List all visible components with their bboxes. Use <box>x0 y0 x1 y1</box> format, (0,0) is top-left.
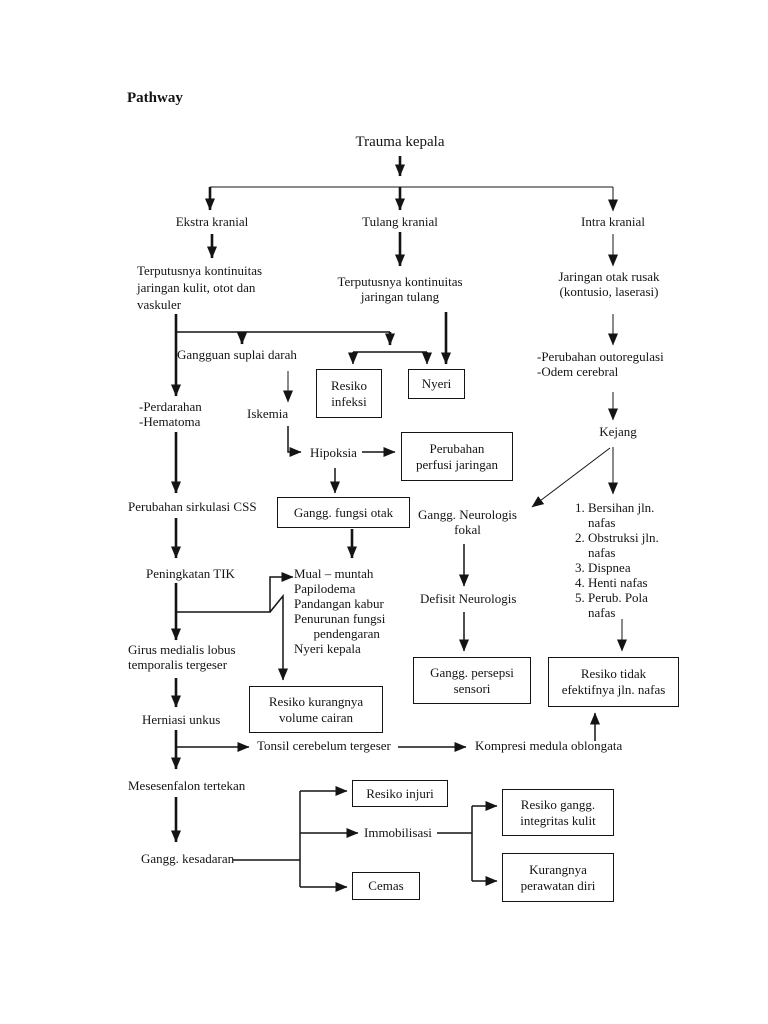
node-tulang-desc: Terputusnya kontinuitas jaringan tulang <box>337 274 463 304</box>
node-nafas-list: 1. Bersihan jln. nafas 2. Obstruksi jln.… <box>575 500 659 620</box>
node-peningkatan-tik: Peningkatan TIK <box>146 566 235 581</box>
node-ekstra-kranial: Ekstra kranial <box>175 214 249 229</box>
page-title: Pathway <box>127 90 183 106</box>
node-box-perubahan-perfusi: Perubahan perfusi jaringan <box>401 432 513 481</box>
node-defisit-neurologis: Defisit Neurologis <box>420 591 517 606</box>
node-gangg-neurologis-fokal: Gangg. Neurologis fokal <box>418 507 517 537</box>
node-box-gangg-persepsi: Gangg. persepsi sensori <box>413 657 531 704</box>
node-ekstra-desc: Terputusnya kontinuitas jaringan kulit, … <box>137 263 263 312</box>
node-kompresi-medula: Kompresi medula oblongata <box>475 738 623 753</box>
arrow-branch-to-cairan <box>269 593 288 681</box>
node-tulang-kranial: Tulang kranial <box>362 214 438 229</box>
node-immobilisasi: Immobilisasi <box>364 825 432 840</box>
node-gangguan-suplai-darah: Gangguan suplai darah <box>177 347 297 362</box>
node-herniasi-unkus: Herniasi unkus <box>142 712 221 727</box>
node-girus-medialis: Girus medialis lobus temporalis tergeser <box>128 642 236 672</box>
node-box-resiko-gangg-kulit: Resiko gangg. integritas kulit <box>502 789 614 836</box>
node-box-kurangnya-perawatan: Kurangnya perawatan diri <box>502 853 614 902</box>
arrow-kejang-to-neurologis <box>531 447 611 508</box>
node-box-nyeri: Nyeri <box>408 369 465 399</box>
node-box-resiko-tidak-efektif: Resiko tidak efektifnya jln. nafas <box>548 657 679 707</box>
node-gangg-kesadaran: Gangg. kesadaran <box>141 851 235 866</box>
node-mesesenfalon: Mesesenfalon tertekan <box>128 778 246 793</box>
node-perubahan-sirkulasi-css: Perubahan sirkulasi CSS <box>128 499 257 514</box>
node-box-resiko-injuri: Resiko injuri <box>352 780 448 807</box>
node-mual-muntah-block: Mual – muntah Papilodema Pandangan kabur… <box>294 566 386 656</box>
node-hipoksia: Hipoksia <box>310 445 357 460</box>
arrow-tik-to-mual <box>176 572 294 613</box>
node-box-gangg-fungsi-otak: Gangg. fungsi otak <box>277 497 410 528</box>
node-trauma-kepala: Trauma kepala <box>355 134 445 150</box>
node-perubahan-outoregulasi: -Perubahan outoregulasi -Odem cerebral <box>537 349 664 379</box>
arrow-iskemia-to-hipoksia <box>287 426 302 457</box>
node-box-resiko-infeksi: Resiko infeksi <box>316 369 382 418</box>
node-box-cemas: Cemas <box>352 872 420 900</box>
node-iskemia: Iskemia <box>247 406 289 421</box>
node-tonsil-cerebelum: Tonsil cerebelum tergeser <box>257 738 391 753</box>
node-kejang: Kejang <box>599 424 637 439</box>
node-intra-kranial: Intra kranial <box>581 214 645 229</box>
node-intra-desc: Jaringan otak rusak (kontusio, laserasi) <box>558 269 660 299</box>
node-perdarahan-hematoma: -Perdarahan -Hematoma <box>139 399 202 429</box>
node-box-resiko-kurangnya-cairan: Resiko kurangnya volume cairan <box>249 686 383 733</box>
